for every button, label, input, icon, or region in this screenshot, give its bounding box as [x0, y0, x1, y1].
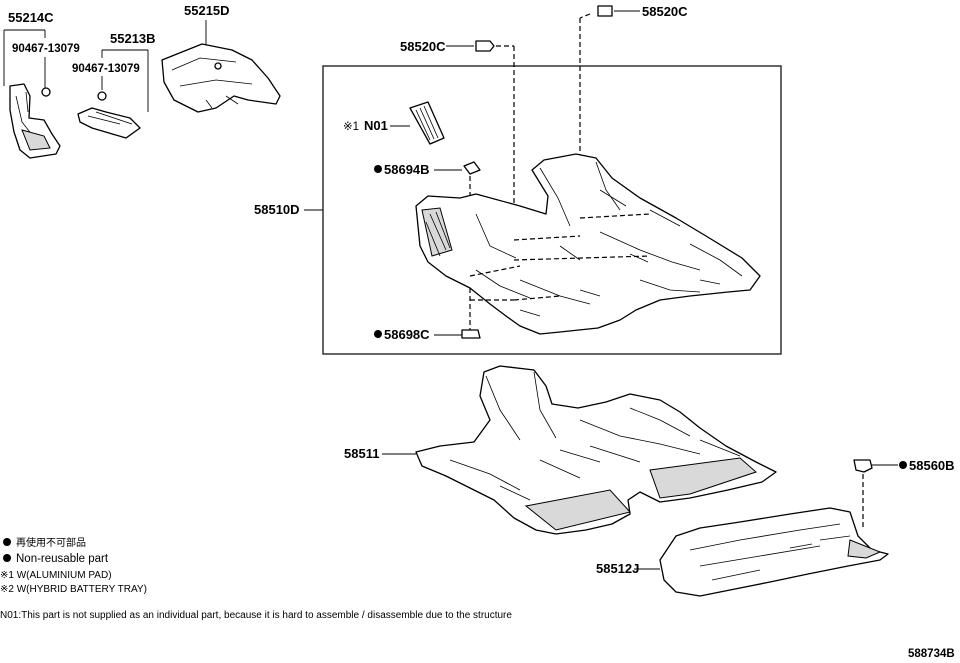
callout-55214C[interactable]: 55214C — [8, 10, 54, 25]
legend-note2: ※2 W(HYBRID BATTERY TRAY) — [0, 584, 147, 595]
legend-note1: ※1 W(ALUMINIUM PAD) — [0, 570, 112, 581]
nonreusable-mark-58694B — [374, 165, 382, 173]
callout-55213B[interactable]: 55213B — [110, 31, 156, 46]
callout-58520C-mid[interactable]: 58520C — [400, 39, 446, 54]
callout-58512J[interactable]: 58512J — [596, 561, 639, 576]
side-cover-55214C — [9, 83, 61, 159]
cover-55215D — [161, 43, 281, 113]
clip-58560B — [853, 459, 873, 473]
callout-90467-13079-b[interactable]: 90467-13079 — [72, 63, 140, 75]
callout-58520C-top[interactable]: 58520C — [642, 4, 688, 19]
callout-58560B[interactable]: 58560B — [909, 458, 955, 473]
part-58520C-top-group: 58520C — [579, 4, 688, 218]
part-55214C-group: 55214C 90467-13079 — [3, 10, 80, 159]
nonreusable-mark-58698C — [374, 330, 382, 338]
callout-90467-13079-a[interactable]: 90467-13079 — [12, 43, 80, 55]
part-55213B-group: 55213B 90467-13079 — [72, 31, 156, 139]
part-58560B-group: 58560B — [853, 458, 955, 530]
part-58511-group: 58511 — [344, 365, 777, 535]
floor-carpet-58510D — [415, 153, 761, 335]
callout-N01[interactable]: N01 — [364, 118, 388, 133]
callout-58694B[interactable]: 58694B — [384, 162, 430, 177]
clip-58698C — [461, 329, 481, 339]
footnote-N01: N01:This part is not supplied as an indi… — [0, 610, 512, 621]
callout-N01-prefix: ※1 — [343, 121, 359, 133]
callout-58510D[interactable]: 58510D — [254, 202, 300, 217]
diagram-id: 588734B — [908, 648, 955, 660]
callout-58511[interactable]: 58511 — [344, 446, 379, 461]
clip-58694B — [463, 161, 481, 175]
clip-58520C-mid — [475, 40, 495, 52]
part-58512J-group: 58512J — [596, 507, 889, 597]
nonreusable-mark-58560B — [899, 461, 907, 469]
part-58698C-group: 58698C — [374, 327, 481, 342]
legend-jp-nonreusable: 再使用不可部品 — [16, 536, 86, 549]
side-cover-55213B — [77, 107, 141, 139]
part-55215D-group: 55215D — [161, 3, 281, 113]
legend-bullet-en — [3, 554, 11, 562]
legend-en-nonreusable: Non-reusable part — [16, 553, 109, 565]
part-N01-group: ※1 N01 — [343, 101, 445, 145]
floor-carpet-58512J — [659, 507, 889, 597]
legend-bullet-jp — [3, 538, 11, 546]
callout-55215D[interactable]: 55215D — [184, 3, 230, 18]
clip-58520C-top — [597, 5, 613, 17]
legend: 再使用不可部品 Non-reusable part ※1 W(ALUMINIUM… — [0, 536, 147, 595]
callout-58698C[interactable]: 58698C — [384, 327, 430, 342]
